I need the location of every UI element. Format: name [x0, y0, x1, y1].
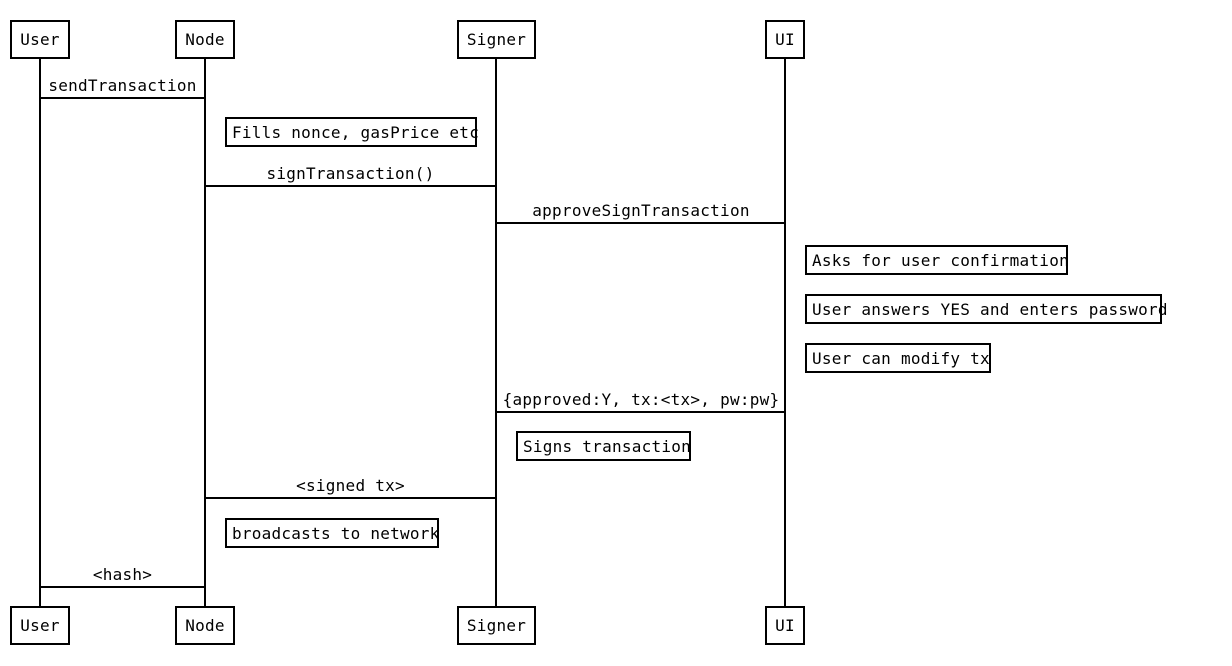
actor-label: Node	[185, 616, 225, 635]
message-label: signTransaction()	[266, 164, 435, 183]
message-approve-sign-transaction: approveSignTransaction	[496, 202, 786, 224]
message-label: approveSignTransaction	[532, 201, 750, 220]
actor-label: UI	[775, 30, 795, 49]
lifeline-node	[204, 59, 206, 606]
lifeline-user	[39, 59, 41, 606]
message-send-transaction: sendTransaction	[40, 77, 205, 99]
actor-label: Signer	[466, 616, 527, 635]
message-label: sendTransaction	[48, 76, 197, 95]
actor-signer-bottom: Signer	[457, 606, 536, 645]
note-label: Signs transaction	[523, 436, 692, 456]
actor-user-bottom: User	[10, 606, 70, 645]
actor-label: UI	[775, 616, 795, 635]
actor-label: Signer	[466, 30, 527, 49]
actor-label: User	[20, 616, 60, 635]
note-asks-confirmation: Asks for user confirmation	[805, 245, 1069, 275]
note-label: Fills nonce, gasPrice etc	[232, 122, 480, 142]
message-label: <signed tx>	[296, 476, 405, 495]
note-label: broadcasts to network	[232, 523, 440, 543]
actor-label: User	[20, 30, 60, 49]
message-label: <hash>	[92, 565, 153, 584]
actor-user-top: User	[10, 20, 70, 59]
message-hash: <hash>	[40, 566, 205, 588]
note-fills-nonce: Fills nonce, gasPrice etc	[225, 117, 480, 147]
actor-node-top: Node	[175, 20, 235, 59]
note-signs-transaction: Signs transaction	[516, 431, 691, 461]
lifeline-ui	[784, 59, 786, 606]
actor-signer-top: Signer	[457, 20, 536, 59]
actor-ui-bottom: UI	[765, 606, 805, 645]
note-label: User answers YES and enters password	[812, 299, 1168, 319]
actor-ui-top: UI	[765, 20, 805, 59]
note-user-can-modify: User can modify tx	[805, 343, 991, 373]
note-user-answers-yes: User answers YES and enters password	[805, 294, 1168, 324]
note-broadcasts: broadcasts to network	[225, 518, 439, 548]
message-sign-transaction: signTransaction()	[205, 165, 496, 187]
note-label: User can modify tx	[812, 348, 990, 368]
message-approved-response: {approved:Y, tx:<tx>, pw:pw}	[496, 391, 786, 413]
message-label: {approved:Y, tx:<tx>, pw:pw}	[502, 390, 780, 409]
note-label: Asks for user confirmation	[812, 250, 1069, 270]
actor-label: Node	[185, 30, 225, 49]
actor-node-bottom: Node	[175, 606, 235, 645]
lifeline-signer	[495, 59, 497, 606]
message-signed-tx: <signed tx>	[205, 477, 496, 499]
